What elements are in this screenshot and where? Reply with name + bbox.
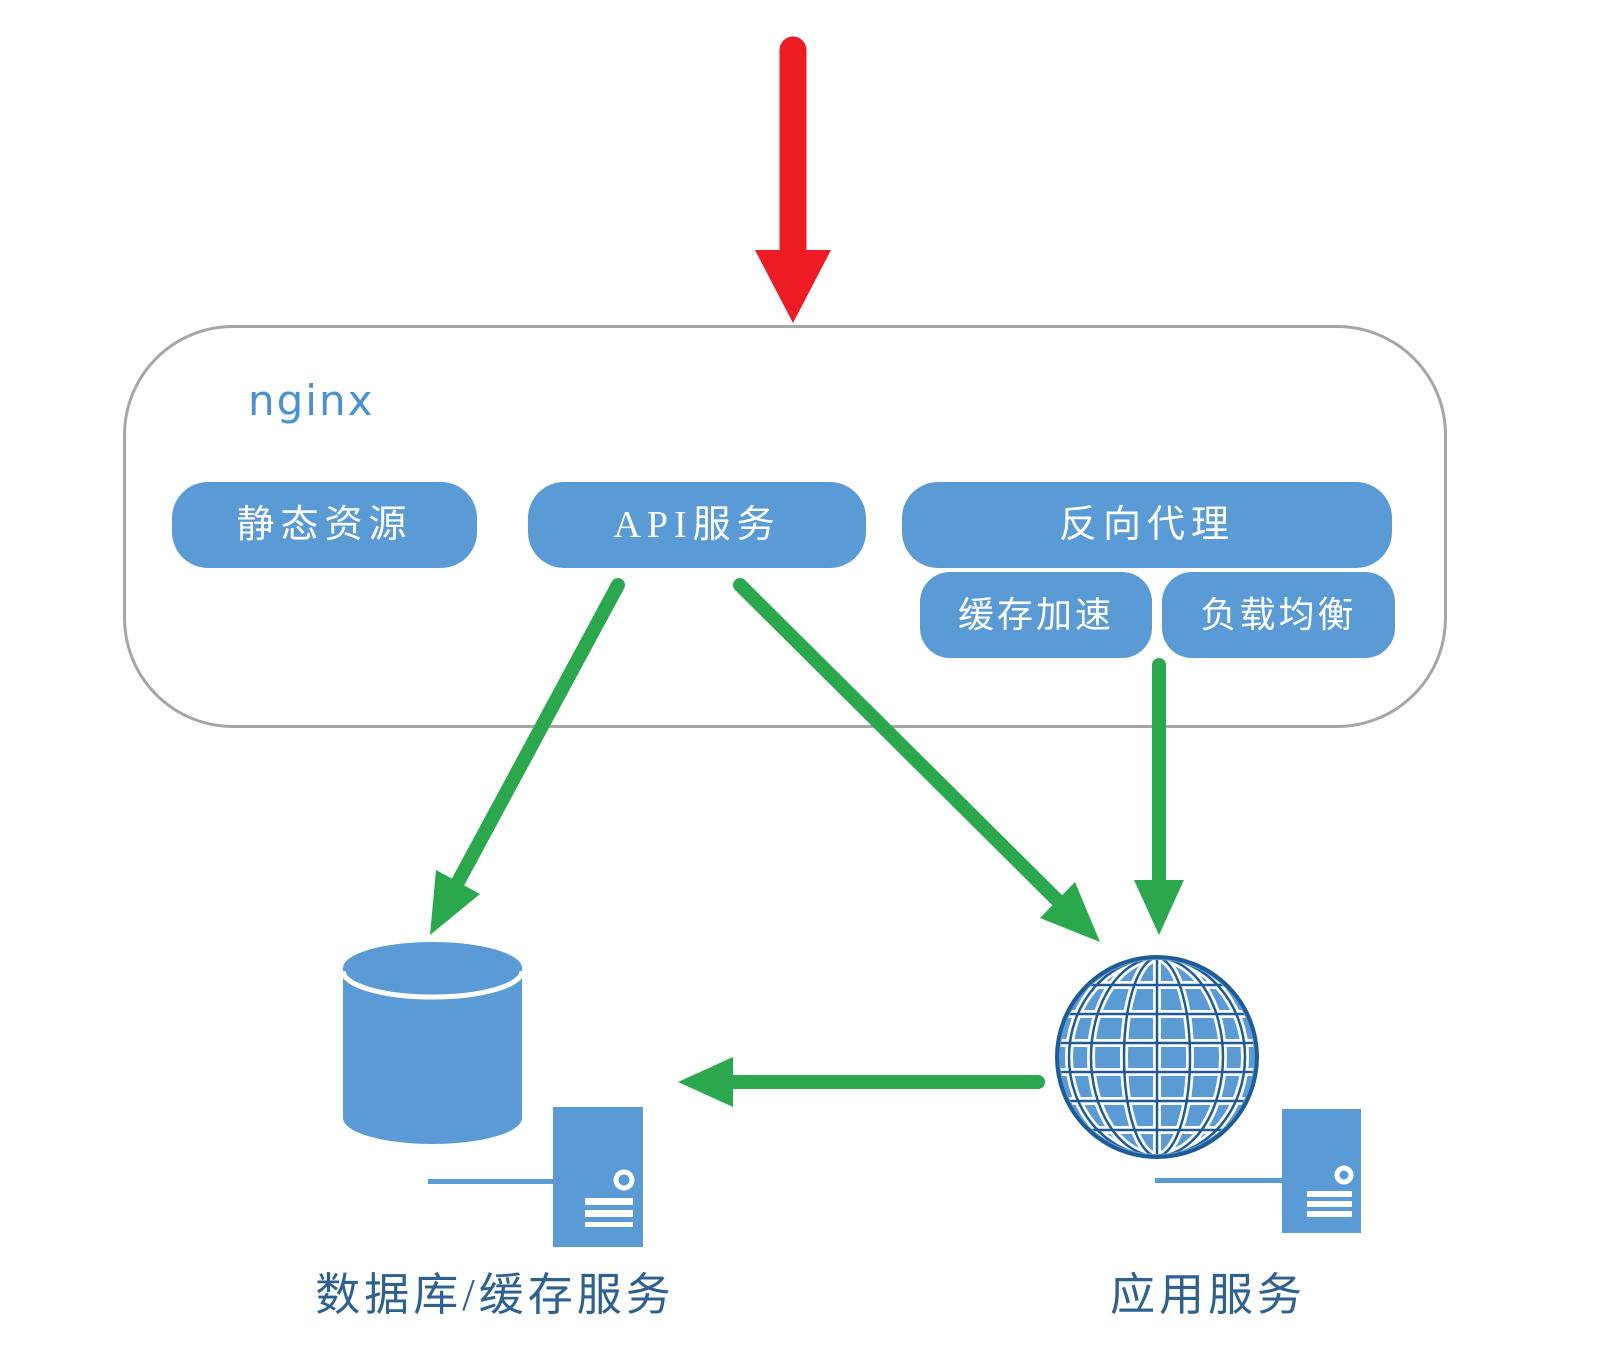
database-node-label: 数据库/缓存服务 [315, 1270, 675, 1320]
cache-accel-pill: 缓存加速 [920, 572, 1152, 658]
app-server-node-label: 应用服务 [1109, 1270, 1306, 1320]
database-server-tower-icon [428, 1107, 643, 1247]
reverse-proxy-pill: 反向代理 [902, 482, 1392, 568]
static-resources-pill: 静态资源 [172, 482, 477, 568]
api-service-pill: API服务 [528, 482, 866, 568]
load-balance-pill: 负载均衡 [1162, 572, 1395, 658]
green-arrow-app-to-database [678, 1057, 1045, 1107]
database-cylinder-icon [340, 942, 525, 1144]
globe-icon [1055, 955, 1259, 1159]
red-down-arrow-icon [755, 36, 831, 323]
app-server-tower-icon [1155, 1109, 1361, 1233]
nginx-title: nginx [248, 376, 375, 425]
